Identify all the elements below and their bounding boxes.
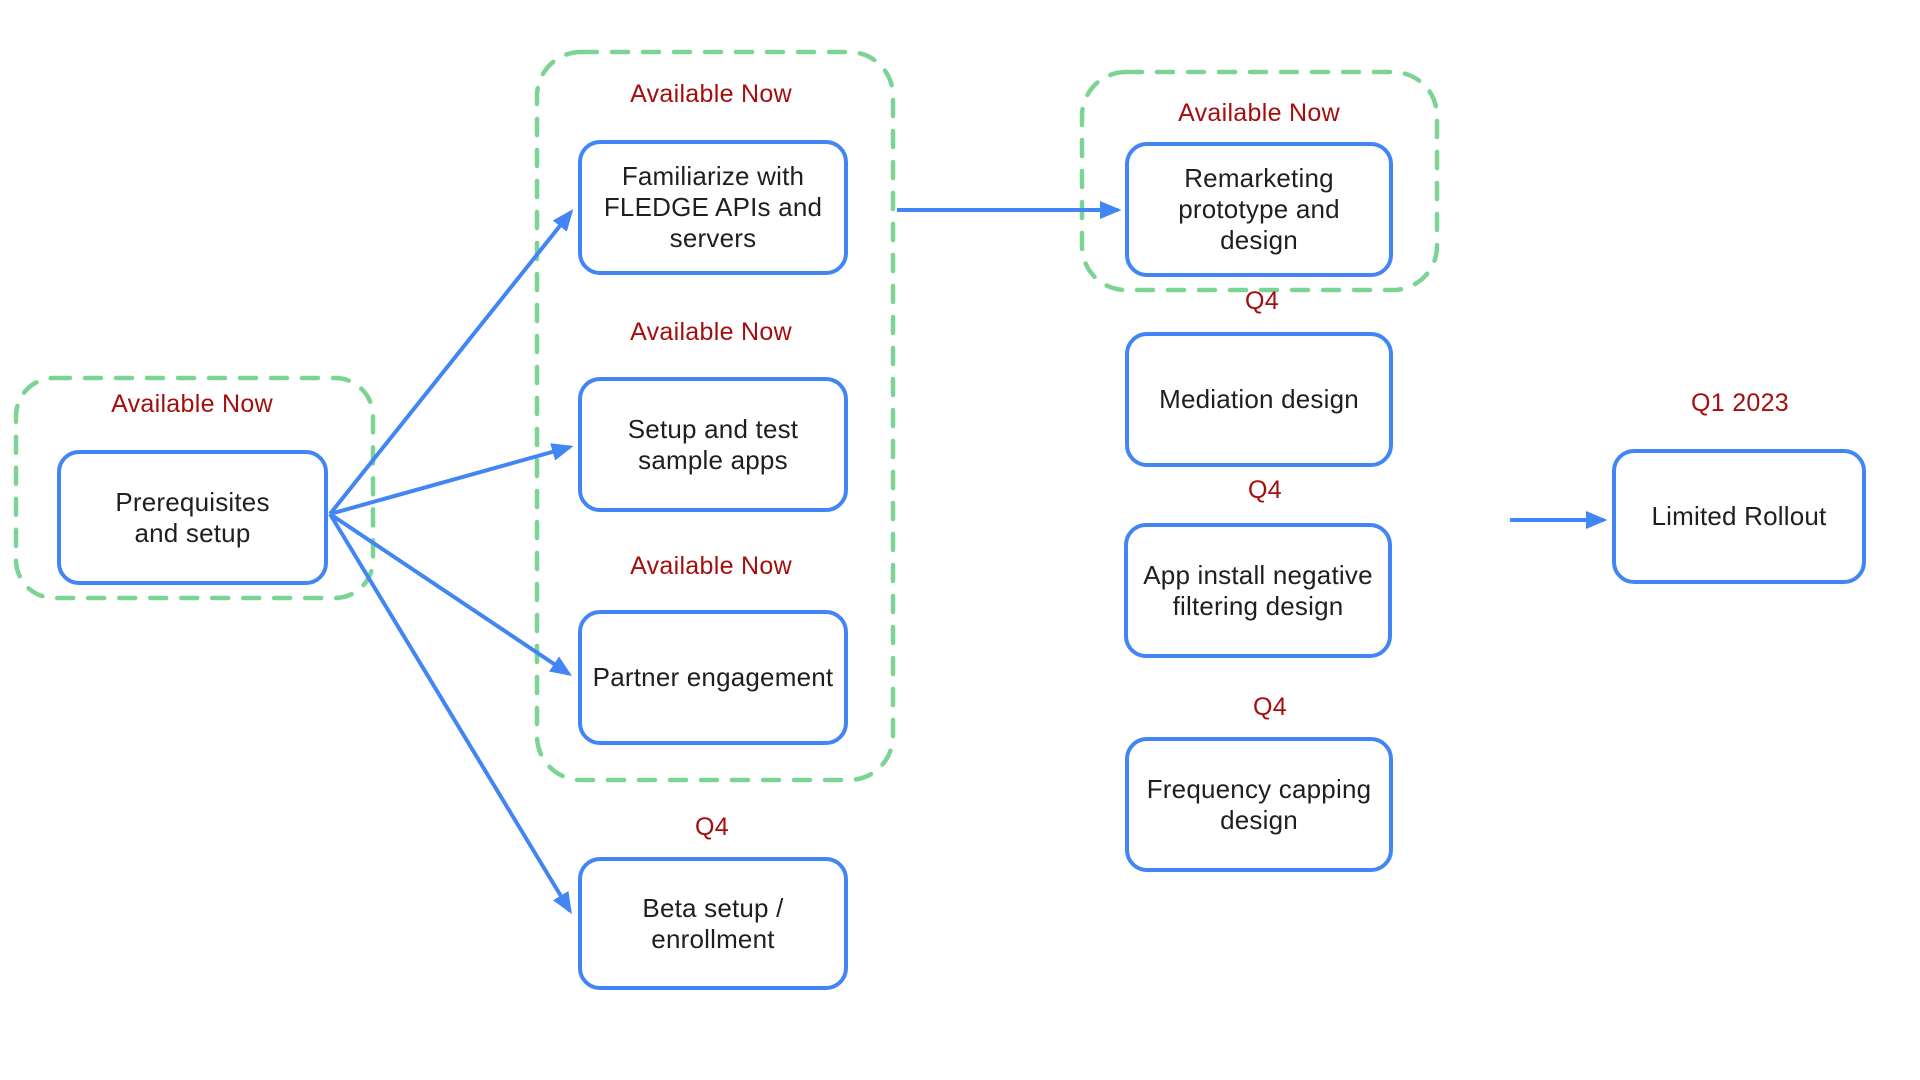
timeline-label: Available Now <box>630 552 792 580</box>
node-mediation-design: Mediation design <box>1125 332 1393 467</box>
node-setup-test-sample-apps: Setup and test sample apps <box>578 377 848 512</box>
group-available-now-setup <box>534 49 896 783</box>
arrow-prereq-to-partner <box>328 512 572 677</box>
node-limited-rollout: Limited Rollout <box>1612 449 1866 584</box>
node-label: Familiarize with FLEDGE APIs and servers <box>603 161 823 253</box>
node-label: Prerequisites and setup <box>115 486 270 548</box>
node-label: Remarketing prototype and design <box>1178 163 1340 255</box>
arrow-prereq-to-familiarize <box>328 209 574 516</box>
node-label: Setup and test sample apps <box>627 413 799 475</box>
arrow-prereq-to-beta <box>328 512 572 915</box>
group-available-now-prerequisites <box>13 375 376 601</box>
node-partner-engagement: Partner engagement <box>578 610 848 745</box>
node-frequency-capping-design: Frequency capping design <box>1125 737 1393 872</box>
node-label: Mediation design <box>1159 384 1359 414</box>
timeline-label: Available Now <box>111 390 273 418</box>
timeline-label: Q4 <box>695 813 729 841</box>
node-label: Partner engagement <box>592 662 834 692</box>
timeline-label: Available Now <box>630 80 792 108</box>
node-beta-setup-enrollment: Beta setup / enrollment <box>578 857 848 990</box>
timeline-label: Q4 <box>1245 287 1279 315</box>
arrow-prereq-to-setup-test <box>329 443 574 516</box>
node-label: Beta setup / enrollment <box>642 892 784 954</box>
group-available-now-remarketing <box>1079 69 1440 293</box>
timeline-label: Available Now <box>630 318 792 346</box>
timeline-label: Q1 2023 <box>1690 389 1790 417</box>
node-remarketing-prototype-design: Remarketing prototype and design <box>1125 142 1393 277</box>
node-familiarize-fledge-apis: Familiarize with FLEDGE APIs and servers <box>578 140 848 275</box>
timeline-label: Q4 <box>1253 693 1287 721</box>
node-prerequisites-and-setup: Prerequisites and setup <box>57 450 328 585</box>
node-label: Limited Rollout <box>1651 501 1827 531</box>
node-label: Frequency capping design <box>1146 773 1372 835</box>
timeline-label: Available Now <box>1178 99 1340 127</box>
node-label: App install negative filtering design <box>1143 559 1373 621</box>
timeline-label: Q4 <box>1248 476 1282 504</box>
node-app-install-negative-filtering: App install negative filtering design <box>1124 523 1392 658</box>
